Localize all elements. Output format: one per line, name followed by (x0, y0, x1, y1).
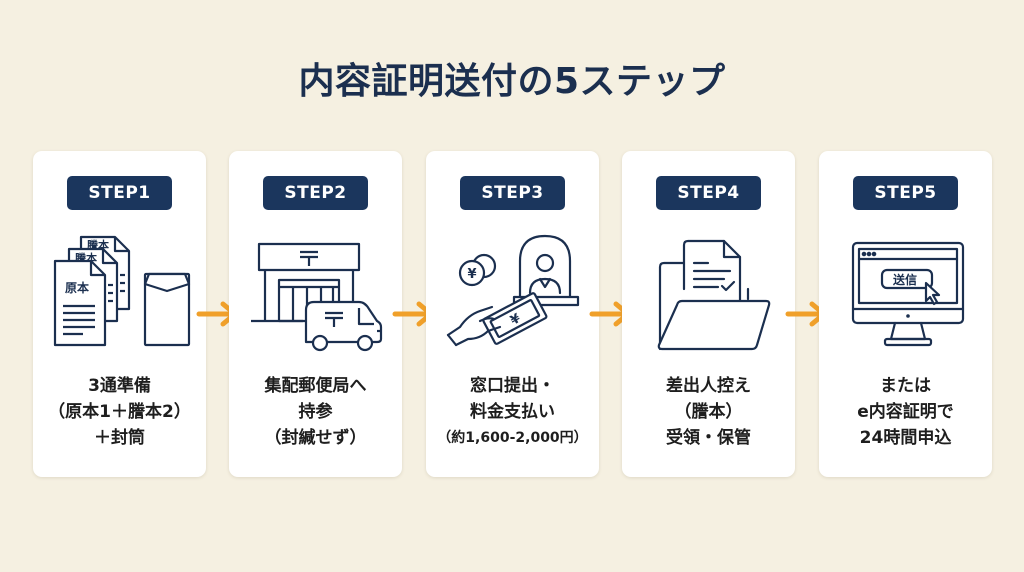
banknote (482, 292, 548, 345)
step-badge: STEP1 (67, 176, 172, 210)
step-badge: STEP3 (460, 176, 565, 210)
step-description: 集配郵便局へ 持参 （封緘せず） (264, 376, 367, 448)
step-badge: STEP5 (853, 176, 958, 210)
documents-and-envelope-icon: 謄本 謄本 原本 (43, 231, 196, 356)
step-card-2: STEP2 集配郵便局へ 持参 （封緘せず） (229, 151, 402, 477)
folder-with-document-icon (632, 231, 785, 356)
yen-coin (458, 259, 486, 287)
computer-send-icon: 送信 (829, 231, 982, 356)
send-button-graphic (880, 268, 934, 290)
document-front (53, 259, 107, 347)
folder-back (658, 261, 686, 351)
svg-text:¥: ¥ (467, 267, 476, 282)
step-card-4: STEP4 差出人控え （謄本） 受領・保管 (622, 151, 795, 477)
step-badge: STEP2 (263, 176, 368, 210)
svg-text:送信: 送信 (892, 272, 917, 287)
cursor-icon (924, 281, 941, 306)
doc-label: 原本 (65, 280, 89, 295)
step-badge: STEP4 (656, 176, 761, 210)
counter-window (518, 234, 572, 301)
step-card-5: STEP5 送信 または e内容証明で 24時間申込 (819, 151, 992, 477)
check-icon (720, 280, 736, 292)
step-description: 差出人控え （謄本） 受領・保管 (666, 376, 751, 448)
delivery-van (304, 300, 383, 344)
step-description: または e内容証明で 24時間申込 (857, 376, 954, 448)
step-description: 窓口提出・ 料金支払い （約1,600-2,000円） (437, 376, 588, 446)
folder-front (657, 299, 771, 351)
step-card-3: STEP3 ¥ ¥ 窓口提出・ 料金支払い (426, 151, 599, 477)
post-office-and-van-icon (239, 231, 392, 356)
step-card-1: STEP1 謄本 謄本 原本 3通準備 （原 (33, 151, 206, 477)
counter-payment-icon: ¥ ¥ (436, 231, 589, 356)
step-description: 3通準備 （原本1＋謄本2） ＋封筒 (48, 376, 191, 448)
page-title: 内容証明送付の5ステップ (298, 61, 726, 102)
